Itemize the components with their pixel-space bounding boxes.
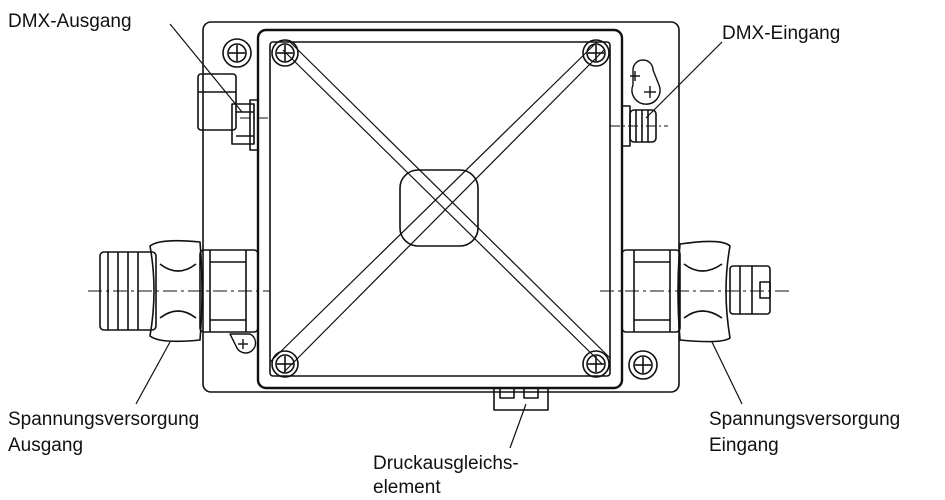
power-in-connector <box>600 240 790 343</box>
power-out-label-line2: Ausgang <box>8 435 84 456</box>
mounting-plate <box>202 21 680 393</box>
enclosure-inner <box>269 41 611 377</box>
lid-screw-tl-icon <box>271 39 299 67</box>
plate-screw-br-icon <box>628 350 658 380</box>
power-out-connector <box>88 239 270 343</box>
dmx-out-label: DMX-Ausgang <box>8 11 132 32</box>
keyhole-slot-tr-icon <box>630 59 661 105</box>
power-in-label-line1: Spannungsversorgung <box>709 409 901 430</box>
dmx-in-connector <box>610 105 668 147</box>
pressure-label-line2: element <box>373 477 441 498</box>
plate-screw-tl-icon <box>222 38 252 68</box>
leader-lines <box>135 23 743 449</box>
enclosure-outer <box>256 28 624 390</box>
power-in-label-line2: Eingang <box>709 435 779 456</box>
power-out-label-line1: Spannungsversorgung <box>8 409 200 430</box>
pressure-label-line1: Druckausgleichs- <box>373 453 519 474</box>
cross-lines <box>269 41 611 373</box>
lid-screw-tr-icon <box>582 39 610 67</box>
lid-screw-br-icon <box>582 350 610 378</box>
center-boss <box>399 169 479 247</box>
lid-screw-bl-icon <box>271 350 299 378</box>
keyhole-slot-bl-icon <box>229 333 257 354</box>
pressure-element <box>493 387 549 411</box>
dmx-in-label: DMX-Eingang <box>722 23 841 44</box>
dmx-out-connector <box>197 73 270 151</box>
